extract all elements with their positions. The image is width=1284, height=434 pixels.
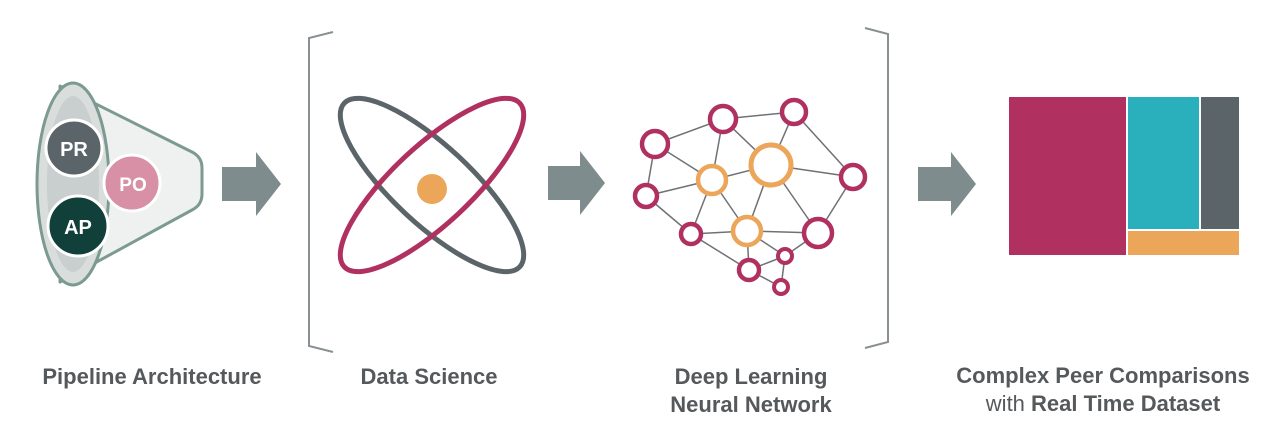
peer-comparisons-with: with — [985, 391, 1025, 416]
po-circle: PO — [102, 153, 162, 213]
deep-learning-line-1: Deep Learning — [674, 364, 828, 389]
right-bracket — [864, 27, 889, 349]
arrow-right-icon-2 — [548, 151, 605, 215]
peer-comparisons-line-1: Complex Peer Comparisons — [956, 363, 1250, 388]
ap-label: AP — [64, 217, 92, 239]
pr-circle: PR — [44, 118, 104, 178]
pipeline-architecture-label: Pipeline Architecture — [42, 364, 262, 389]
atom-icon — [337, 95, 527, 275]
neural-network-icon — [632, 97, 868, 296]
po-label: PO — [119, 175, 146, 196]
left-bracket — [308, 31, 334, 353]
arrow-right-icon-1 — [222, 152, 281, 216]
treemap-icon — [1009, 97, 1239, 255]
data-science-label: Data Science — [360, 364, 498, 389]
deep-learning-line-2: Neural Network — [670, 392, 832, 417]
peer-comparisons-dataset: Real Time Dataset — [1031, 391, 1221, 416]
pr-label: PR — [60, 139, 88, 161]
ap-circle: AP — [46, 194, 110, 258]
peer-comparisons-label: Complex Peer Comparisons with Real Time … — [930, 362, 1276, 418]
arrow-right-icon-3 — [918, 152, 976, 216]
peer-comparisons-line-2: with Real Time Dataset — [930, 390, 1276, 418]
deep-learning-label: Deep Learning Neural Network — [631, 363, 871, 419]
pipeline-funnel-icon: PR PO AP — [35, 81, 204, 287]
